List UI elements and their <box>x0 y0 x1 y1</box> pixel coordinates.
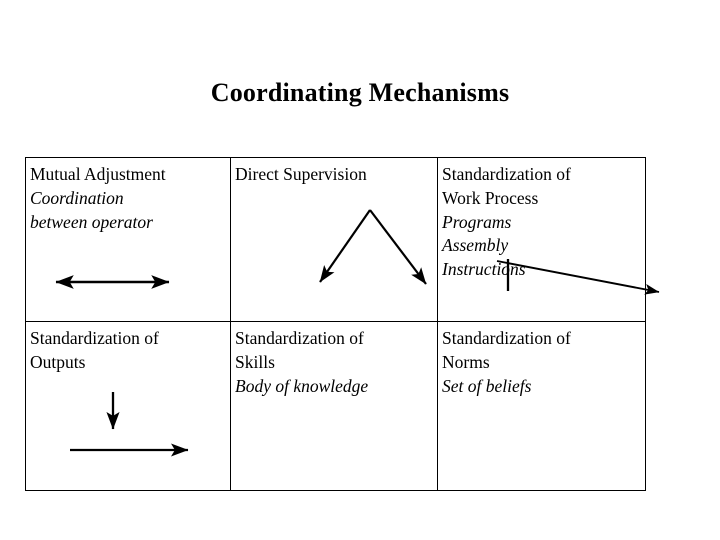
cell-standardization-of-skills[interactable]: Standardization of Skills Body of knowle… <box>230 321 438 491</box>
cell-heading: Standardization of <box>235 328 364 348</box>
coordinating-mechanisms-matrix: Mutual Adjustment Coordination between o… <box>25 157 646 491</box>
cell-heading: Skills <box>235 351 275 372</box>
cell-subtext-line: Instructions <box>442 259 526 280</box>
cell-subtext-line: Body of knowledge <box>235 375 369 396</box>
cell-standardization-of-outputs[interactable]: Standardization of Outputs <box>25 321 231 491</box>
cell-heading: Mutual Adjustment <box>30 164 166 184</box>
cell-subtext-line: Coordination <box>30 187 124 208</box>
cell-heading: Outputs <box>30 351 86 372</box>
cell-subtext-line: Set of beliefs <box>442 375 532 396</box>
cell-heading: Work Process <box>442 187 539 208</box>
cell-standardization-of-norms[interactable]: Standardization of Norms Set of beliefs <box>437 321 646 491</box>
cell-heading: Standardization of <box>442 164 571 184</box>
cell-direct-supervision[interactable]: Direct Supervision <box>230 157 438 322</box>
cell-standardization-of-work-process[interactable]: Standardization of Work Process Programs… <box>437 157 646 322</box>
cell-subtext-line: Programs <box>442 211 512 232</box>
cell-heading: Norms <box>442 351 490 372</box>
cell-heading: Direct Supervision <box>235 164 367 184</box>
cell-subtext-line: Assembly <box>442 235 509 256</box>
cell-mutual-adjustment[interactable]: Mutual Adjustment Coordination between o… <box>25 157 231 322</box>
page-title: Coordinating Mechanisms <box>210 78 510 107</box>
cell-heading: Standardization of <box>442 328 571 348</box>
table-row: Standardization of Outputs Standardizati… <box>25 321 646 491</box>
cell-heading: Standardization of <box>30 328 159 348</box>
cell-subtext-line: between operator <box>30 211 153 232</box>
table-row: Mutual Adjustment Coordination between o… <box>25 157 646 322</box>
